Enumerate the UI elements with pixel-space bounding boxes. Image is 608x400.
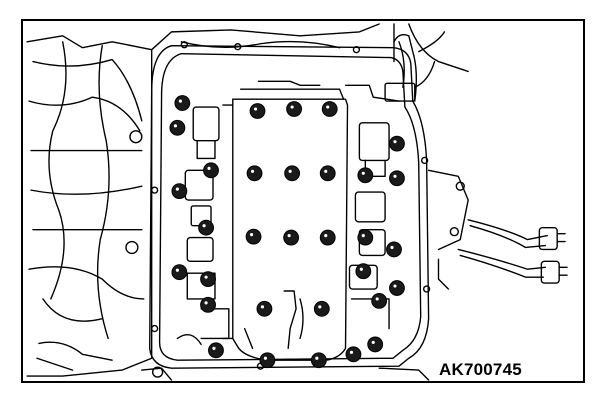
transmission-case-top — [150, 23, 469, 73]
transmission-case-bottom — [141, 366, 430, 381]
solenoid-valves-left — [184, 106, 230, 340]
oil-pan-flange — [149, 41, 431, 370]
illustration-frame — [21, 19, 585, 383]
bolt-highlights — [173, 99, 397, 360]
valve-body-line-drawing — [26, 23, 568, 381]
wiring-harness-right — [384, 31, 568, 290]
figure-reference-code: AK700745 — [437, 360, 524, 379]
highlighted-bolts — [169, 95, 405, 369]
transmission-case-left — [26, 35, 153, 377]
